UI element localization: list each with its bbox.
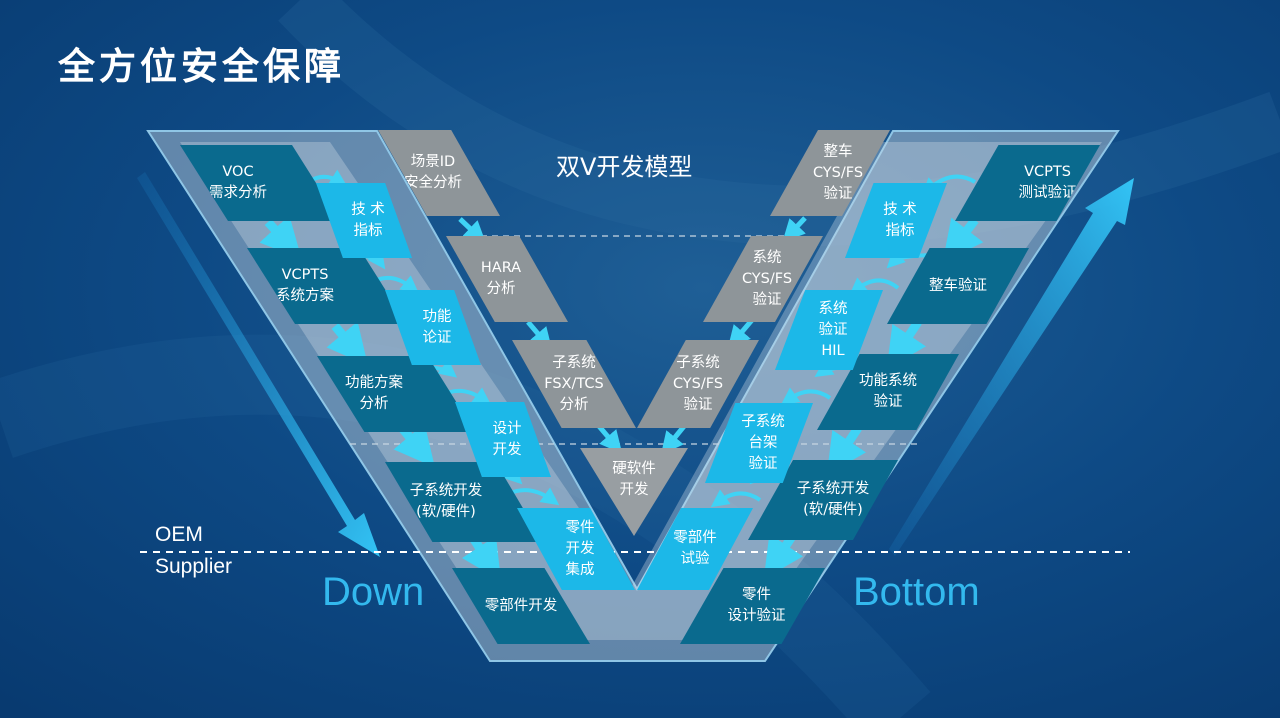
step-label: 零件 设计验证 [727, 587, 786, 624]
down-arrow [137, 172, 380, 557]
bottom-label: Bottom [853, 570, 980, 614]
step-label: 子系统 CYS/FS 验证 [672, 354, 724, 413]
oem-label: OEM [155, 523, 203, 546]
step-label: 系统 验证 HIL [818, 300, 848, 359]
step-label: 整车验证 [929, 277, 987, 294]
supplier-label: Supplier [155, 555, 233, 578]
step-label: 硬软件 开发 [612, 461, 656, 498]
step-label: VOC 需求分析 [209, 164, 267, 201]
step-label: 技 术 指标 [883, 201, 917, 239]
step-label: 子系统开发 (软/硬件) [796, 481, 870, 518]
step-label: 技 术 指标 [351, 201, 385, 239]
step-label: 零部件 试验 [673, 530, 717, 567]
right-light-step-3: 子系统 台架 验证 [705, 403, 813, 483]
down-label: Down [322, 570, 425, 614]
page-title: 全方位安全保障 [58, 45, 345, 88]
step-label: 零部件开发 [484, 597, 558, 614]
step-label: 子系统 台架 验证 [741, 413, 785, 472]
model-title: 双V开发模型 [556, 153, 693, 181]
step-label: 功能方案 分析 [345, 375, 403, 412]
step-label: 整车 CYS/FS 验证 [812, 143, 864, 202]
step-label: 系统 CYS/FS 验证 [741, 249, 793, 308]
step-label: 功能系统 验证 [859, 373, 917, 410]
right-dark-step-4: 子系统开发 (软/硬件) [748, 460, 898, 540]
step-label: 子系统 FSX/TCS 分析 [544, 354, 604, 413]
step-label: 零件 开发 集成 [565, 519, 595, 578]
step-label: 功能 论证 [422, 308, 452, 346]
step-label: 场景ID 安全分析 [404, 154, 462, 191]
step-label: 设计 开发 [492, 420, 522, 458]
bottom-arrow [889, 178, 1134, 556]
step-label: HARA 分析 [480, 260, 522, 297]
inner-v-area [180, 142, 1102, 640]
step-label: VCPTS 系统方案 [276, 267, 334, 304]
step-label: 子系统开发 (软/硬件) [409, 483, 483, 520]
outer-v [146, 130, 1120, 662]
step-label: VCPTS 测试验证 [1018, 164, 1077, 201]
